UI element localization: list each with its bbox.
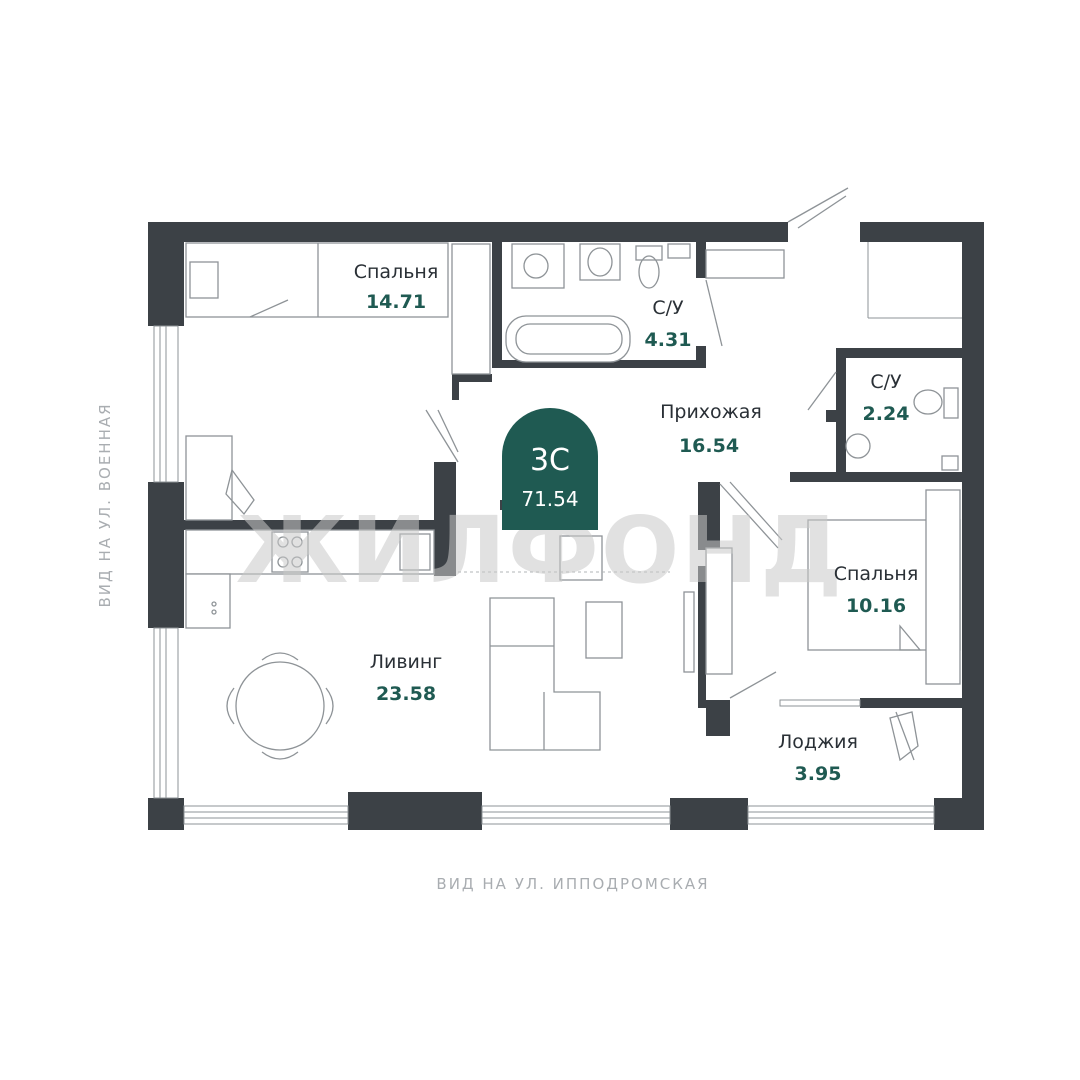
room-area: 3.95 — [795, 763, 842, 785]
room-area: 2.24 — [863, 403, 910, 425]
apartment-badge: 3С 71.54 — [502, 408, 598, 530]
apartment-type: 3С — [530, 443, 570, 478]
room-area: 16.54 — [679, 435, 739, 457]
windows — [153, 325, 935, 825]
room-name: С/У — [652, 297, 684, 319]
room-area: 4.31 — [645, 329, 692, 351]
room-name: Спальня — [354, 261, 439, 283]
room-labels: Спальня 14.71 С/У 4.31 Прихожая 16.54 С/… — [354, 261, 919, 785]
outer-walls — [148, 222, 984, 830]
doors — [425, 187, 962, 761]
room-name: Ливинг — [370, 651, 443, 673]
view-label-left: ВИД НА УЛ. ВОЕННАЯ — [96, 402, 114, 607]
apartment-total-area: 71.54 — [521, 487, 578, 511]
room-area: 14.71 — [366, 291, 426, 313]
room-area: 10.16 — [846, 595, 906, 617]
room-name: Спальня — [834, 563, 919, 585]
view-label-bottom: ВИД НА УЛ. ИППОДРОМСКАЯ — [436, 875, 709, 893]
room-name: Лоджия — [778, 731, 858, 753]
room-name: Прихожая — [660, 401, 762, 423]
furniture — [185, 242, 961, 762]
room-name: С/У — [870, 371, 902, 393]
room-area: 23.58 — [376, 683, 436, 705]
